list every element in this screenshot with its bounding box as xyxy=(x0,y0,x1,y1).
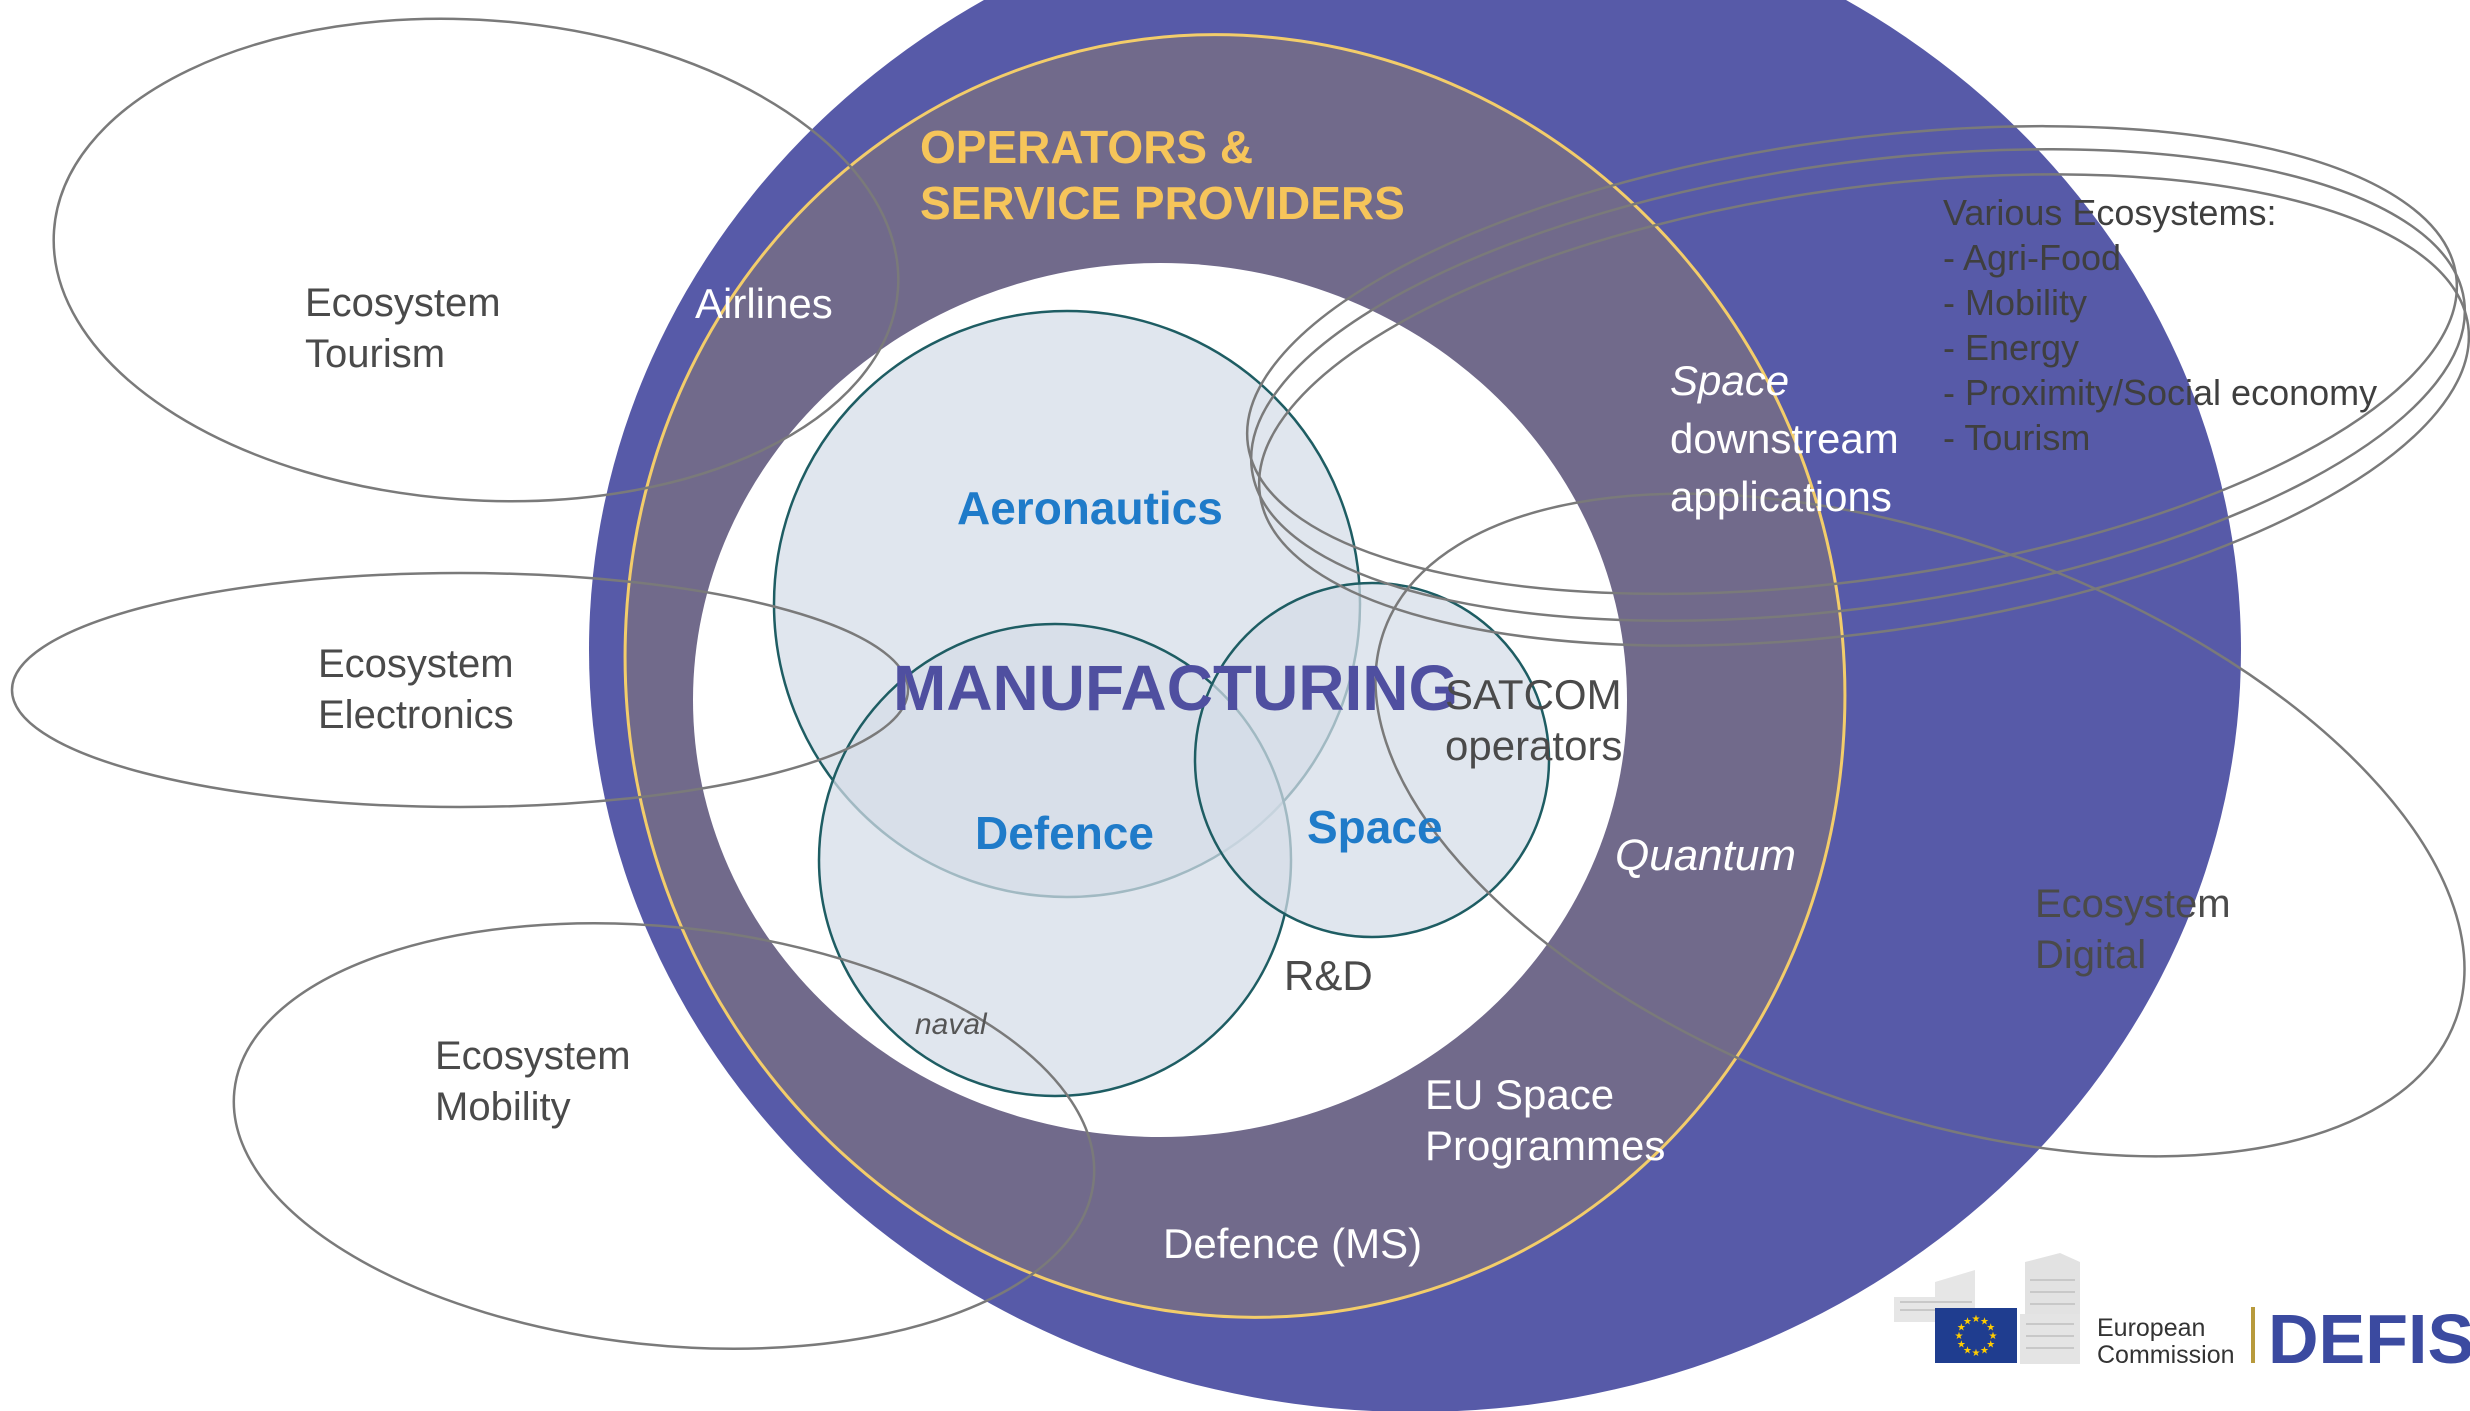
ecosystem-digital-outline xyxy=(1374,492,2466,1158)
ecosystem-electronics-label: Ecosystem Electronics xyxy=(318,642,525,737)
eu-star-icon: ★ xyxy=(1980,1316,1989,1327)
eu-star-icon: ★ xyxy=(1980,1346,1989,1357)
eu-star-icon: ★ xyxy=(1972,1314,1981,1325)
satcom-operators-label: SATCOM operators xyxy=(1445,671,1633,769)
eu-stars: ★★★★★★★★★★★★ xyxy=(1955,1314,1998,1359)
eu-star-icon: ★ xyxy=(1957,1323,1966,1334)
ecosystem-tourism-label: Ecosystem Tourism xyxy=(305,281,512,376)
operators-title: OPERATORS & SERVICE PROVIDERS xyxy=(920,121,1405,229)
eu-star-icon: ★ xyxy=(1986,1340,1995,1351)
eu-star-icon: ★ xyxy=(1963,1316,1972,1327)
logo-divider xyxy=(2251,1307,2255,1363)
eu-star-icon: ★ xyxy=(1963,1346,1972,1357)
logo-line-commission: Commission xyxy=(2097,1341,2235,1369)
space-label: Space xyxy=(1307,801,1443,853)
manufacturing-label: MANUFACTURING xyxy=(893,652,1458,724)
ecosystem-digital-label: Ecosystem Digital xyxy=(2035,882,2242,977)
european-commission-logo: ★★★★★★★★★★★★ European Commission DEFIS xyxy=(1894,1253,2470,1378)
various-ecosystems-list: Various Ecosystems: - Agri-Food - Mobili… xyxy=(1943,192,2387,458)
eu-star-icon: ★ xyxy=(1972,1348,1981,1359)
defence-label: Defence xyxy=(975,807,1154,859)
eu-space-programmes-label: EU Space Programmes xyxy=(1425,1071,1665,1169)
eu-star-icon: ★ xyxy=(1957,1340,1966,1351)
ecosystem-mobility-outline xyxy=(232,922,1096,1350)
logo-line-european: European xyxy=(2097,1314,2205,1342)
eu-star-icon: ★ xyxy=(1955,1331,1964,1342)
dg-defis-label: DEFIS xyxy=(2268,1300,2470,1378)
ecosystem-outlines xyxy=(10,17,2470,1350)
eu-star-icon: ★ xyxy=(1989,1331,1998,1342)
naval-label: naval xyxy=(915,1008,988,1041)
quantum-label: Quantum xyxy=(1615,831,1796,880)
eu-flag-icon xyxy=(1935,1308,2017,1363)
airlines-label: Airlines xyxy=(695,280,833,327)
ec-building-base-icon xyxy=(2020,1314,2080,1364)
aeronautics-label: Aeronautics xyxy=(957,482,1223,534)
space-downstream-label: Space downstream applications xyxy=(1670,357,1910,520)
ecosystem-mobility-label: Ecosystem Mobility xyxy=(435,1034,642,1129)
rnd-label: R&D xyxy=(1284,952,1373,999)
ecosystem-electronics-outline xyxy=(10,571,910,809)
space-circle xyxy=(1193,581,1551,939)
defence-ms-label: Defence (MS) xyxy=(1163,1220,1422,1267)
various-ecosystems-outline-3 xyxy=(1257,173,2470,647)
eu-star-icon: ★ xyxy=(1986,1323,1995,1334)
ecosystem-tourism-outline xyxy=(52,17,900,503)
various-ecosystems-outline-2 xyxy=(1249,147,2467,623)
sector-circles xyxy=(772,309,1551,1098)
